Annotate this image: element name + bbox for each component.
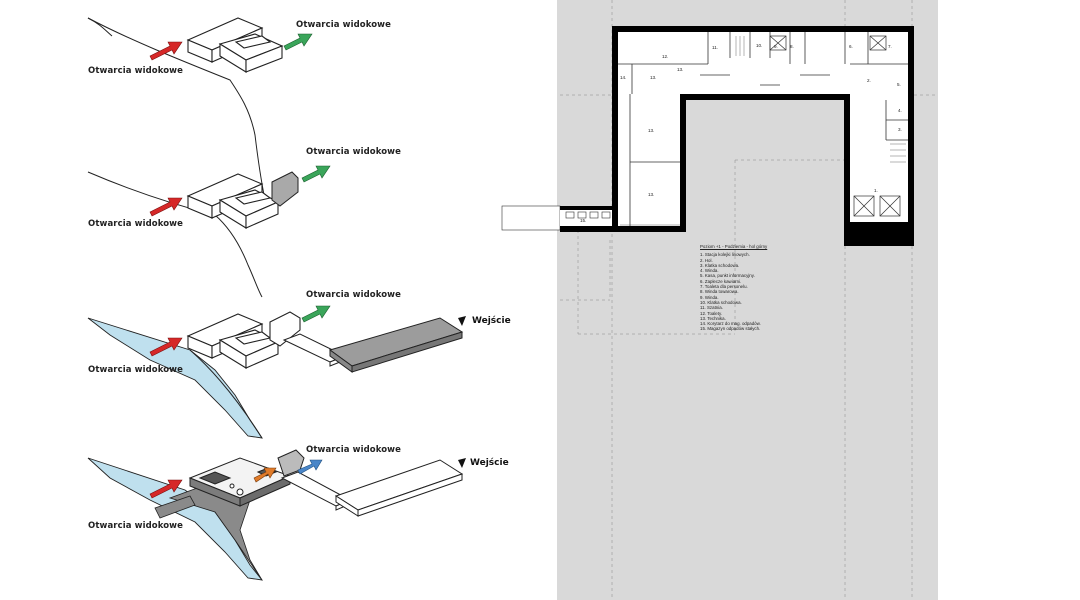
room-number: 13. xyxy=(648,128,654,133)
legend-item: 9. Winda. xyxy=(700,294,719,300)
legend-item: 13. Technika. xyxy=(700,315,726,321)
room-number: 13. xyxy=(648,192,654,197)
view-arrow-red xyxy=(149,197,183,217)
walls xyxy=(560,26,914,246)
view-arrow-green xyxy=(283,33,313,51)
view-label-left-1: Otwarcia widokowe xyxy=(88,66,183,76)
legend-item: 15. Magazyn odpadów stałych. xyxy=(700,326,761,332)
room-number: 2. xyxy=(867,78,871,83)
view-arrow-red xyxy=(149,479,183,499)
terrain-line xyxy=(189,349,263,439)
floor-plan-legend: Poziom +1 - Podziemia - hol górny 1. Sta… xyxy=(700,244,767,332)
legend-item: 7. Toaleta dla personelu. xyxy=(700,284,748,290)
view-label-left-4: Otwarcia widokowe xyxy=(88,521,183,531)
entrance-platform xyxy=(334,459,464,517)
room-number: 12. xyxy=(662,54,668,59)
room-number: 8. xyxy=(790,44,794,49)
terrain-line xyxy=(87,171,263,298)
terrain-line xyxy=(87,17,266,201)
diagram-1 xyxy=(87,17,284,201)
entrance-label-3: Wejście xyxy=(472,316,511,326)
exterior-box xyxy=(501,205,561,231)
room-number: 13. xyxy=(677,67,683,72)
diagram-2 xyxy=(87,171,299,298)
view-arrow-green xyxy=(301,165,331,183)
room-number: 4. xyxy=(898,108,902,113)
legend-item: 1. Stacja kolejki linowych. xyxy=(700,252,750,258)
room-number: 1. xyxy=(874,188,878,193)
tower-volume xyxy=(271,171,299,207)
room-number: 3. xyxy=(898,127,902,132)
legend-title: Poziom +1 - Podziemia - hol górny xyxy=(700,244,768,249)
axonometric-diagrams xyxy=(87,17,466,581)
entrance-platform xyxy=(328,317,464,373)
entrance-marker xyxy=(458,316,466,326)
view-arrow-orange xyxy=(253,467,277,483)
view-label-right-4: Otwarcia widokowe xyxy=(306,445,401,455)
legend-item: 14. Korytarz do mag. odpadów. xyxy=(700,321,761,327)
diagram-3 xyxy=(87,311,466,439)
legend-item: 5. Kasa, punkt informacyjny. xyxy=(700,273,755,279)
water-area xyxy=(87,317,263,439)
diagram-4 xyxy=(87,449,466,581)
view-arrow-blue xyxy=(297,459,323,475)
view-arrow-green xyxy=(301,305,331,323)
building-volume xyxy=(186,311,301,369)
legend-item: 3. Klatka schodowa. xyxy=(700,262,740,268)
legend-item: 6. Zaplecze kawiarni. xyxy=(700,278,742,284)
legend-item: 4. Winda. xyxy=(700,268,719,274)
view-label-left-2: Otwarcia widokowe xyxy=(88,219,183,229)
entrance-label-4: Wejście xyxy=(470,458,509,468)
room-number: 11. xyxy=(712,45,718,50)
view-label-left-3: Otwarcia widokowe xyxy=(88,365,183,375)
room-number: 6. xyxy=(849,44,853,49)
room-number: 10. xyxy=(756,43,762,48)
room-number: 14. xyxy=(620,75,626,80)
view-label-right-1: Otwarcia widokowe xyxy=(296,20,391,30)
room-number: 5. xyxy=(897,82,901,87)
legend-item: 8. Winda towarowa. xyxy=(700,289,739,295)
view-label-right-3: Otwarcia widokowe xyxy=(306,290,401,300)
elevator-crosses xyxy=(769,35,901,217)
legend-item: 11. Szatnia. xyxy=(700,305,723,311)
legend-item: 2. Hol. xyxy=(700,257,713,263)
room-number: 15. xyxy=(580,218,586,223)
entrance-marker xyxy=(458,458,466,468)
building-volume xyxy=(186,17,284,73)
view-arrow-red xyxy=(149,337,183,357)
room-fills xyxy=(560,32,908,230)
waste-containers xyxy=(565,211,611,219)
room-number: 9. xyxy=(774,44,778,49)
legend-item: 10. Klatka schodowa. xyxy=(700,299,742,305)
room-number: 7. xyxy=(888,44,892,49)
room-number: 13. xyxy=(650,75,656,80)
stairs xyxy=(735,36,906,163)
view-arrow-red xyxy=(149,41,183,61)
terrain-line xyxy=(87,17,113,37)
ground-section xyxy=(154,495,196,519)
legend-item: 12. Toalety. xyxy=(700,310,723,316)
room-numbers: 1. 2. 3. 4. 5. 6. 7. 8. 9. 10. 11. 12. 1… xyxy=(580,43,902,223)
view-label-right-2: Otwarcia widokowe xyxy=(306,147,401,157)
